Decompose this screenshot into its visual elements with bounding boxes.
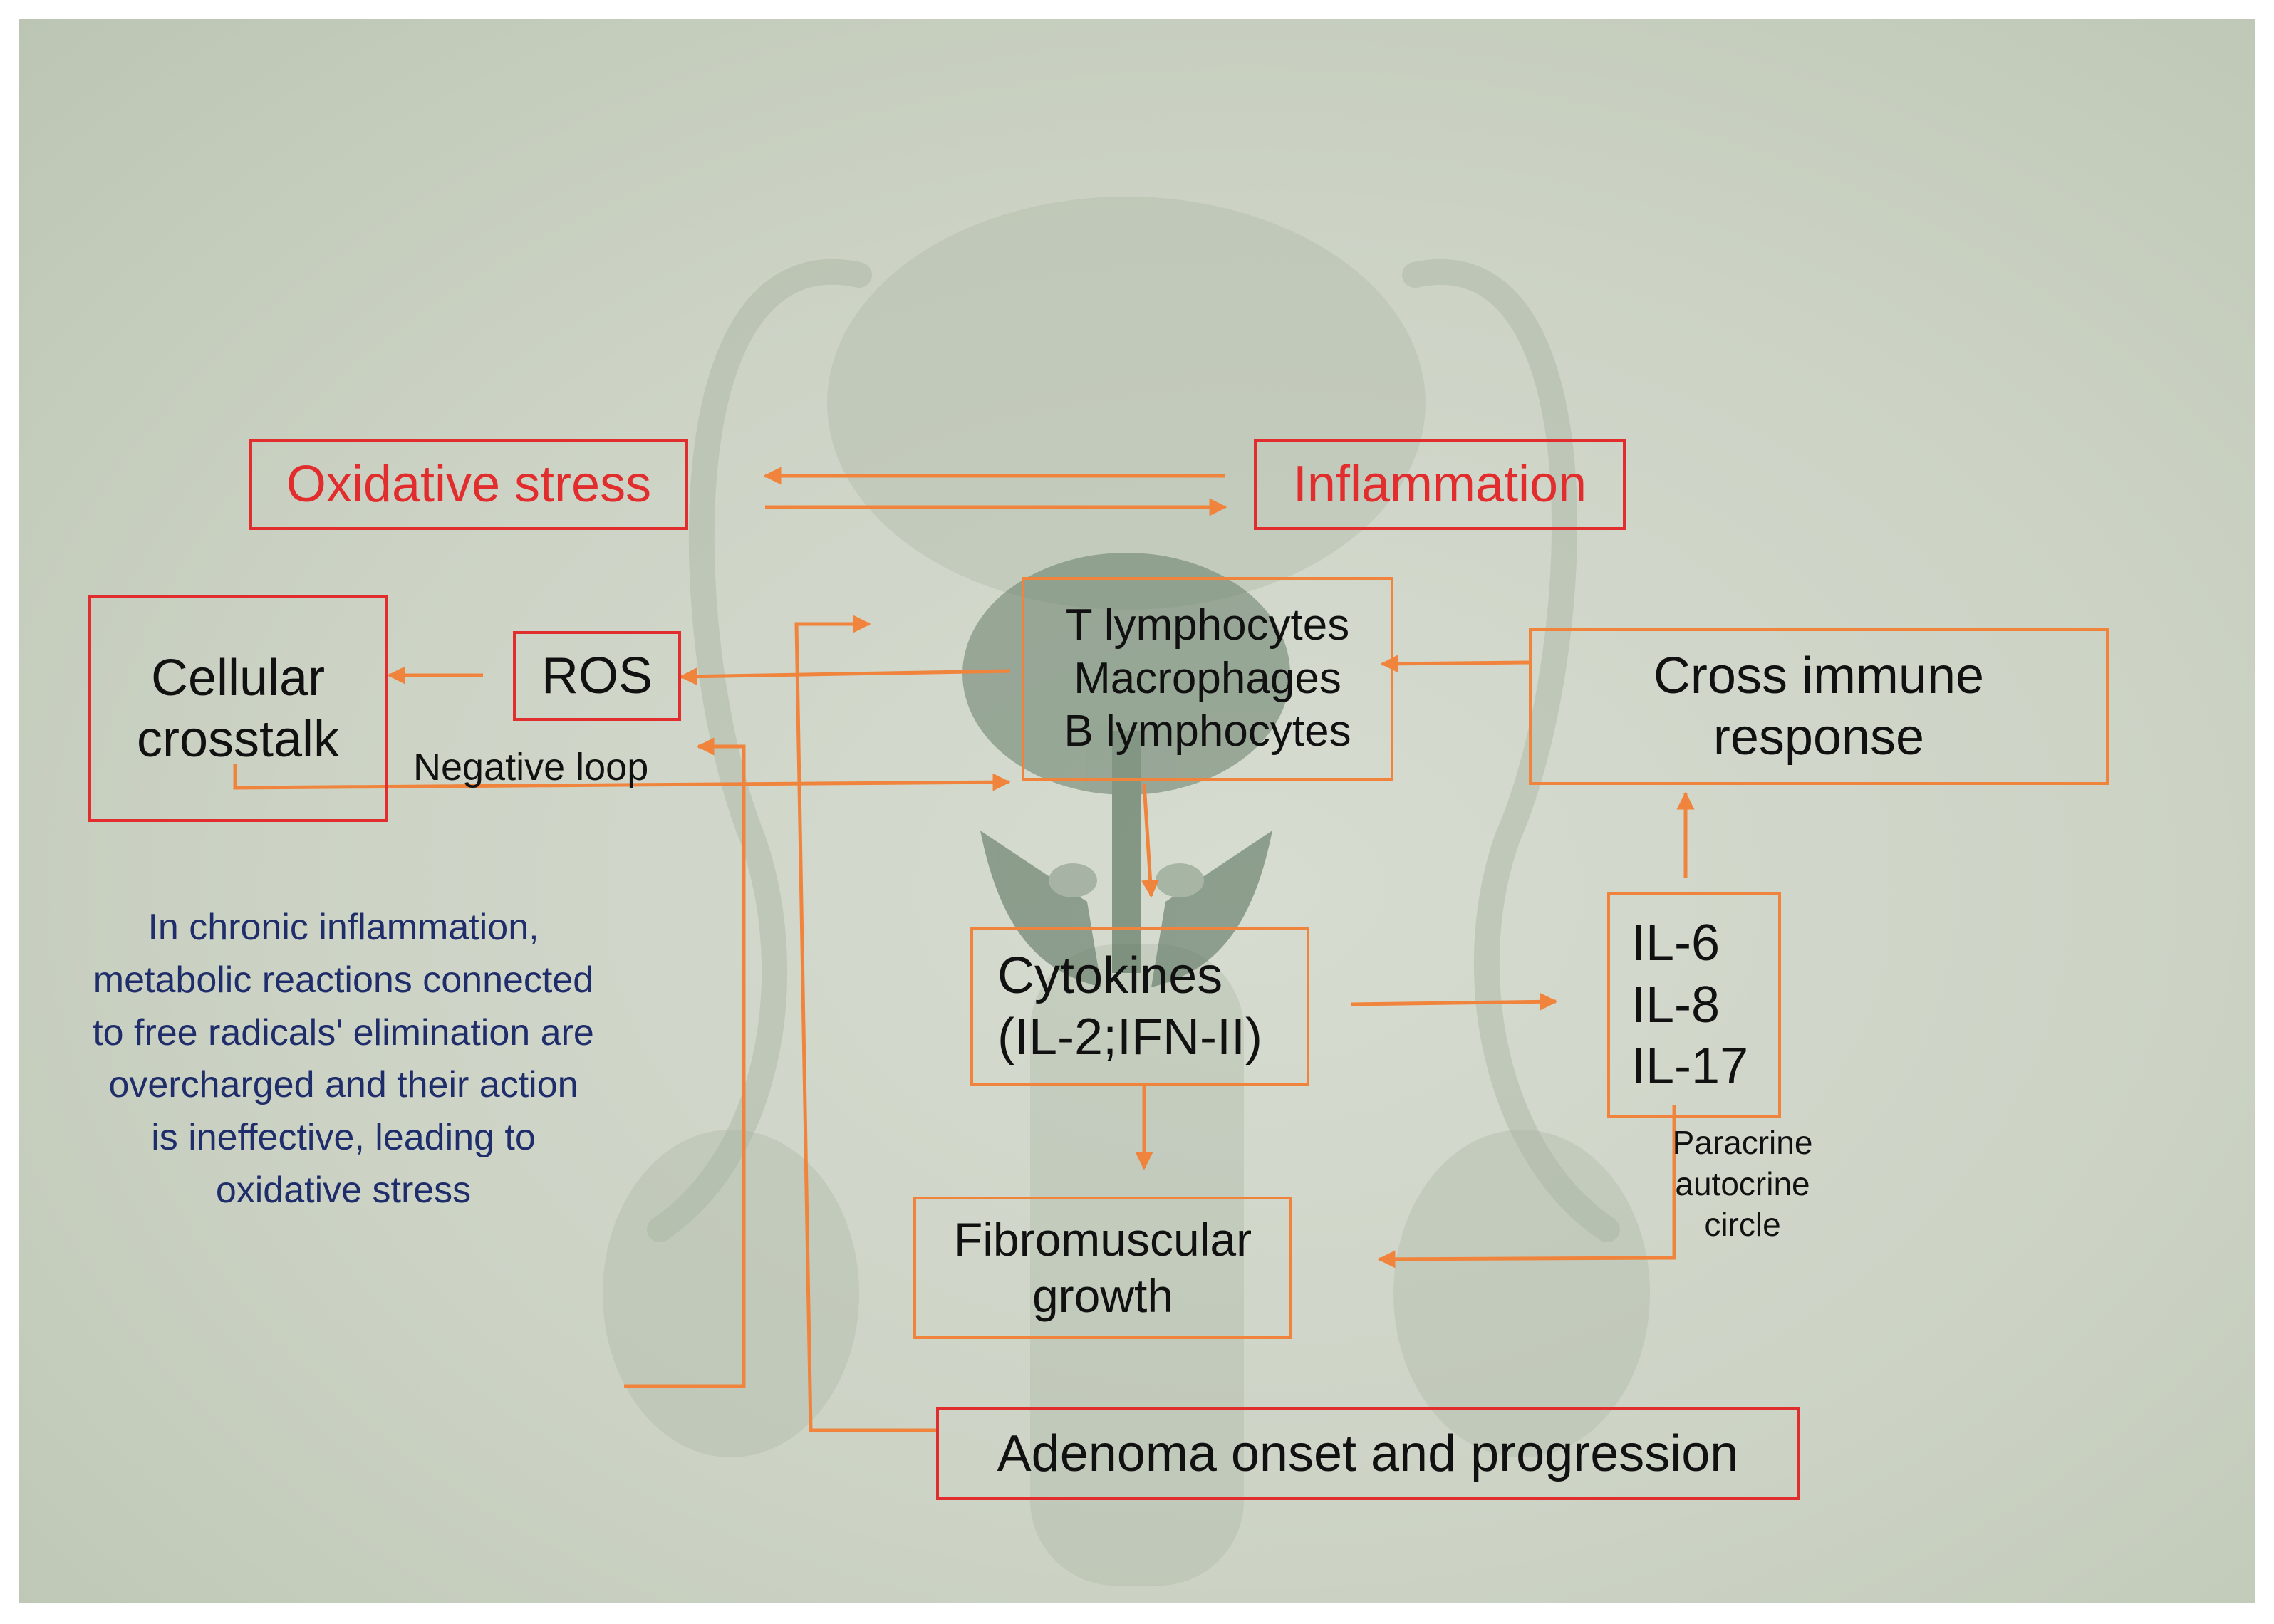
connector-arrows	[233, 467, 1695, 1432]
chronic-inflammation-note: In chronic inflammation, metabolic react…	[37, 902, 650, 1217]
interleukins-box: IL-6 IL-8 IL-17	[1607, 892, 1781, 1118]
paracrine-line-1: Paracrine	[1672, 1124, 1813, 1161]
cross-immune-line-2: response	[1713, 709, 1925, 766]
cytokines-line-1: Cytokines	[997, 947, 1223, 1004]
immune-cells-line-2: Macrophages	[1074, 653, 1341, 703]
diagram-panel: Oxidative stress Inflammation Cellular c…	[19, 19, 2255, 1603]
cross-immune-line-1: Cross immune	[1653, 647, 1985, 704]
paracrine-autocrine-label: Paracrine autocrine circle	[1625, 1123, 1860, 1246]
oxidative-stress-label: Oxidative stress	[286, 455, 652, 513]
cytokines-line-2: (IL-2;IFN-II)	[997, 1009, 1262, 1066]
cellular-crosstalk-box: Cellular crosstalk	[88, 595, 388, 822]
fibromuscular-line-1: Fibromuscular	[953, 1212, 1252, 1266]
note-line-3: to free radicals' elimination are	[93, 1011, 594, 1053]
paracrine-line-2: autocrine	[1675, 1165, 1810, 1202]
cross-immune-response-box: Cross immune response	[1529, 628, 2109, 785]
note-line-6: oxidative stress	[215, 1170, 472, 1212]
arrow-negative-loop	[624, 737, 746, 1388]
note-line-4: overcharged and their action	[108, 1064, 578, 1106]
arrow-immune-to-ros	[679, 667, 1011, 686]
paracrine-line-3: circle	[1704, 1206, 1781, 1243]
fibromuscular-line-2: growth	[1032, 1269, 1174, 1322]
oxidative-stress-box: Oxidative stress	[249, 439, 688, 530]
immune-cells-box: T lymphocytes Macrophages B lymphocytes	[1022, 577, 1393, 781]
note-line-5: is ineffective, leading to	[151, 1117, 536, 1159]
interleukin-8: IL-8	[1631, 976, 1720, 1034]
interleukin-17: IL-17	[1631, 1038, 1749, 1095]
fibromuscular-growth-box: Fibromuscular growth	[913, 1197, 1292, 1339]
ros-box: ROS	[513, 631, 681, 721]
ros-label: ROS	[541, 647, 653, 704]
arrow-cytokines-to-interleukins	[1350, 992, 1558, 1011]
cytokines-box: Cytokines (IL-2;IFN-II)	[970, 927, 1309, 1086]
arrow-adenoma-to-immune	[794, 615, 936, 1432]
cellular-crosstalk-line-1: Cellular	[150, 649, 326, 707]
inflammation-box: Inflammation	[1254, 439, 1626, 530]
cellular-crosstalk-line-2: crosstalk	[136, 711, 340, 768]
note-line-1: In chronic inflammation,	[147, 907, 539, 948]
arrow-cross-immune-to-immune-cells	[1380, 655, 1530, 673]
adenoma-box: Adenoma onset and progression	[936, 1407, 1800, 1500]
negative-loop-label: Negative loop	[413, 746, 649, 788]
inflammation-label: Inflammation	[1292, 455, 1587, 513]
interleukin-6: IL-6	[1631, 915, 1720, 972]
arrow-crosstalk-to-immune	[233, 764, 1011, 791]
arrow-interleukins-to-fibromuscular	[1377, 1105, 1676, 1269]
arrow-immune-to-cytokines	[1141, 783, 1160, 898]
immune-cells-line-3: B lymphocytes	[1064, 707, 1351, 756]
note-line-2: metabolic reactions connected	[93, 959, 594, 1001]
immune-cells-line-1: T lymphocytes	[1065, 600, 1350, 650]
adenoma-label: Adenoma onset and progression	[997, 1425, 1739, 1482]
